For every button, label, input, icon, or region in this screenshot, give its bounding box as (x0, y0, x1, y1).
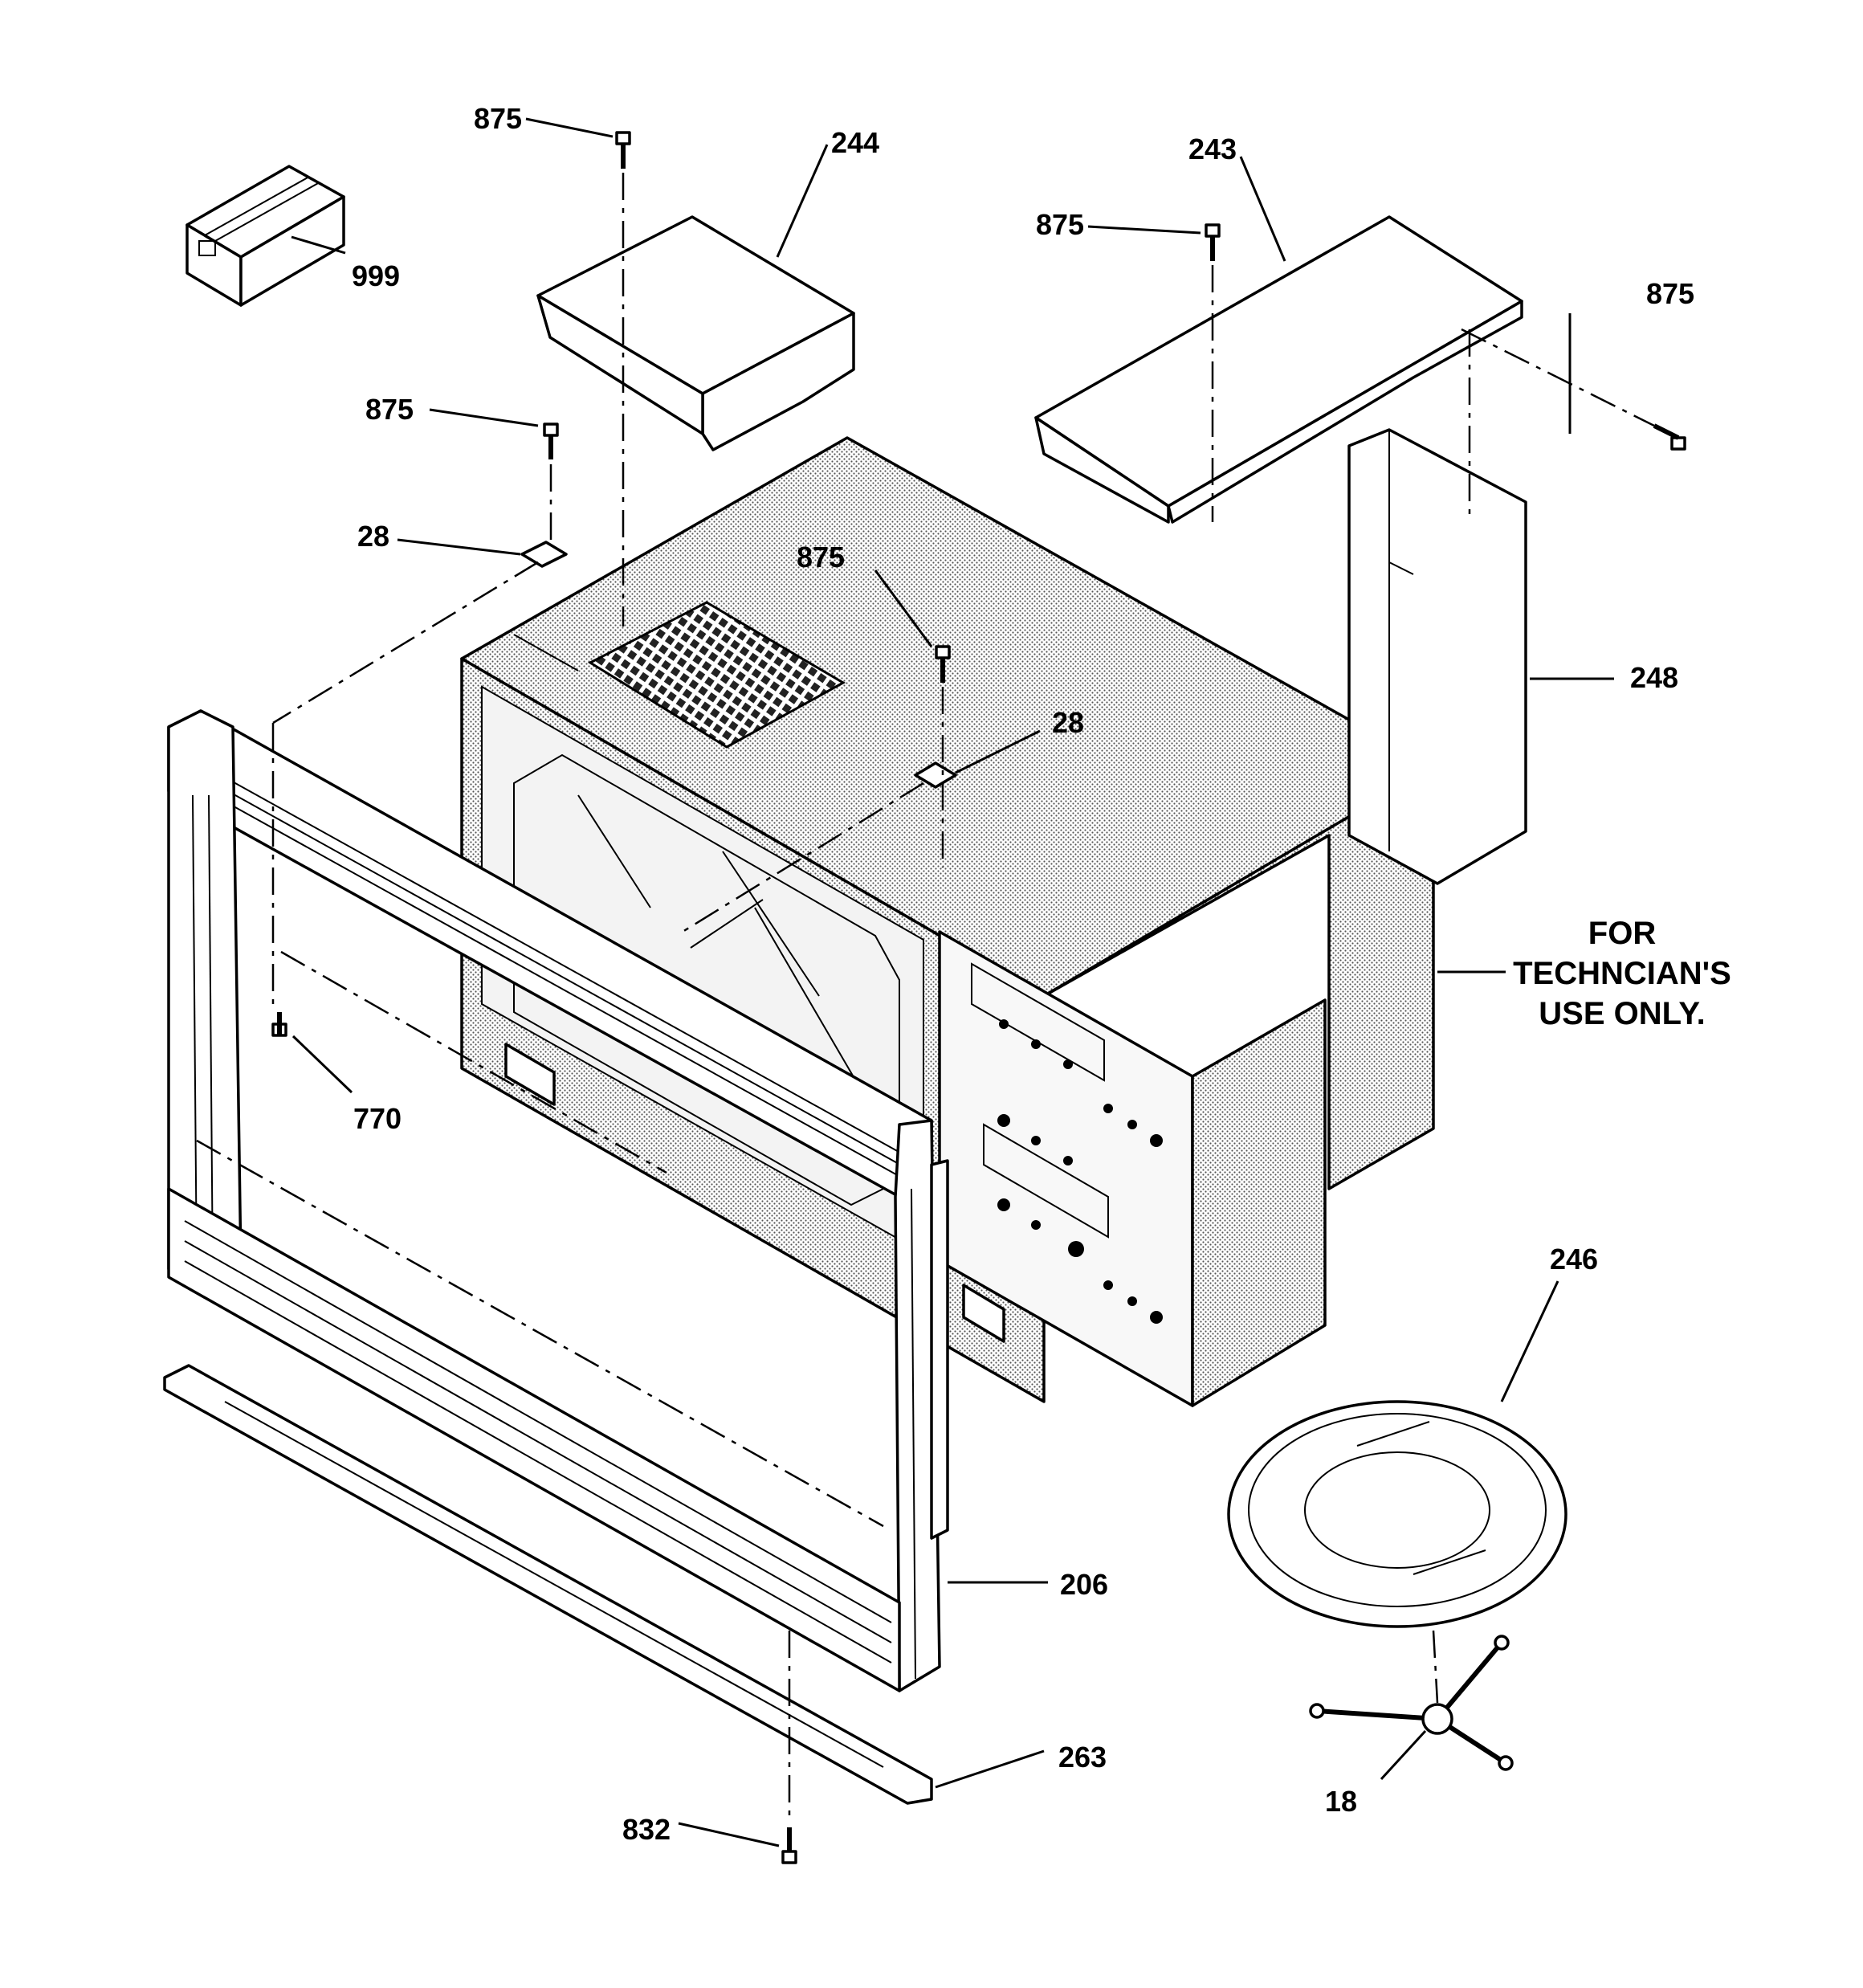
label-832: 832 (622, 1813, 671, 1846)
label-18: 18 (1325, 1785, 1357, 1818)
technician-note: FOR TECHNCIAN'S USE ONLY. (1513, 916, 1731, 1031)
screw-875-center (935, 645, 951, 683)
screw-875-right-cover (1205, 223, 1221, 261)
label-875-center: 875 (797, 541, 845, 574)
clip-28-left (520, 541, 568, 568)
part-263-trim-strip (163, 1364, 933, 1805)
label-875-right-cover: 875 (1036, 208, 1084, 241)
part-246-turntable-tray (1227, 1400, 1567, 1628)
screw-875-left (543, 423, 559, 459)
note-line-1: FOR (1588, 916, 1657, 951)
label-875-left: 875 (365, 393, 414, 426)
label-263: 263 (1058, 1741, 1107, 1774)
label-770: 770 (353, 1102, 402, 1135)
leader-lines (291, 117, 1614, 1847)
screw-832 (781, 1827, 797, 1864)
label-875-side: 875 (1646, 277, 1694, 310)
label-246: 246 (1550, 1243, 1598, 1276)
part-248-side-panel (1347, 428, 1527, 885)
assembly-lines (196, 173, 1655, 1823)
label-875-top: 875 (474, 102, 522, 135)
label-248: 248 (1630, 661, 1678, 694)
control-buttons (997, 1019, 1163, 1324)
part-999-box (185, 165, 345, 307)
part-206-front-frame (167, 709, 949, 1692)
label-28-center: 28 (1052, 706, 1084, 739)
screw-875-side (1653, 423, 1686, 451)
label-28-left: 28 (357, 520, 389, 553)
label-206: 206 (1060, 1568, 1108, 1601)
screw-770 (271, 1012, 287, 1037)
clip-28-center (914, 761, 957, 789)
note-line-2: TECHNCIAN'S (1513, 956, 1731, 991)
label-243: 243 (1188, 133, 1237, 165)
screw-875-top (615, 131, 631, 169)
part-18-roller-support (1309, 1635, 1514, 1771)
part-labels: 875 244 243 875 999 875 875 28 875 28 24… (352, 102, 1694, 1846)
vent-grille (587, 601, 846, 749)
label-999: 999 (352, 259, 400, 292)
label-244: 244 (831, 126, 879, 159)
note-line-3: USE ONLY. (1539, 996, 1705, 1031)
part-244-cover (536, 215, 855, 451)
part-243-cover (1034, 215, 1523, 524)
